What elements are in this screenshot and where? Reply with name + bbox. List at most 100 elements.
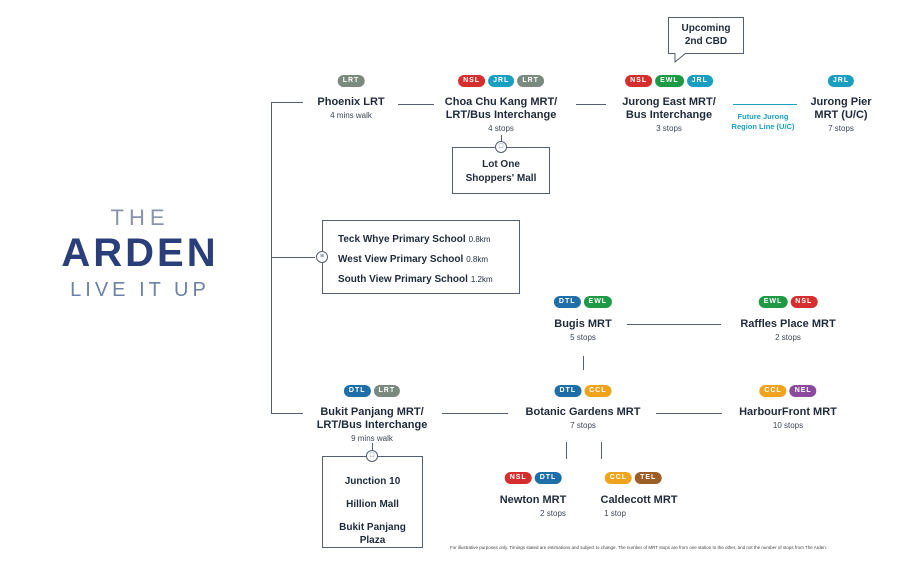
- station-name-2: Bus Interchange: [625, 109, 713, 121]
- badge-ewl: EWL: [758, 296, 788, 308]
- station-name-1: Choa Chu Kang MRT/: [444, 96, 558, 108]
- school-dist: 0.8km: [466, 255, 489, 264]
- shopping-bag-icon: □: [495, 141, 507, 153]
- station-name: HarbourFront MRT: [739, 406, 837, 418]
- logo-brand: ARDEN: [61, 231, 219, 275]
- cck-badges: NSL JRL LRT: [458, 75, 544, 87]
- badge-tel: TEL: [635, 472, 662, 484]
- station-name-2: MRT (U/C): [814, 109, 868, 121]
- station-sub: 2 stops: [775, 333, 801, 342]
- callout-tail: [674, 53, 687, 63]
- station-jurong-east: Jurong East MRT/ Bus Interchange 3 stops: [622, 96, 716, 133]
- station-caldecott: Caldecott MRT 1 stop: [601, 494, 678, 518]
- school-dist: 0.8km: [468, 235, 491, 244]
- upcoming-cbd-callout: Upcoming 2nd CBD: [668, 17, 744, 54]
- shopping-bag-icon: □: [366, 450, 378, 462]
- jurongeast-badges: NSL EWL JRL: [625, 75, 713, 87]
- station-harbourfront: HarbourFront MRT 10 stops: [739, 406, 837, 430]
- lot-one-mall-box: Lot One Shoppers' Mall: [452, 147, 550, 194]
- station-sub: 3 stops: [656, 124, 682, 133]
- badge-jrl: JRL: [488, 75, 515, 87]
- callout-line2: 2nd CBD: [684, 36, 728, 47]
- badge-jrl: JRL: [686, 75, 713, 87]
- mall-item: Bukit Panjang: [339, 522, 406, 533]
- line-phoenix-cck: [398, 104, 434, 105]
- disclaimer: For illustrative purposes only. Timings …: [450, 545, 828, 550]
- newton-badges: NSL DTL: [504, 472, 562, 484]
- badge-ccl: CCL: [759, 385, 787, 397]
- station-name: Bugis MRT: [554, 318, 612, 330]
- mall-line1: Lot One: [482, 159, 520, 170]
- station-name-1: Bukit Panjang MRT/: [320, 406, 424, 418]
- mall-line2: Shoppers' Mall: [465, 173, 537, 184]
- station-phoenix: Phoenix LRT 4 mins walk: [317, 96, 384, 120]
- badge-dtl: DTL: [553, 296, 581, 308]
- station-name: Newton MRT: [499, 494, 567, 506]
- line-bugis-raffles: [627, 324, 721, 325]
- badge-nsl: NSL: [625, 75, 653, 87]
- school-name: Teck Whye Primary School: [338, 234, 466, 245]
- phoenix-badges: LRT: [337, 75, 365, 87]
- station-sub: 1 stop: [604, 509, 626, 518]
- bukit-panjang-mall-box: Junction 10 Hillion Mall Bukit Panjang P…: [322, 456, 423, 548]
- station-raffles-place: Raffles Place MRT 2 stops: [740, 318, 835, 342]
- station-name-2: LRT/Bus Interchange: [445, 109, 557, 121]
- station-name: Botanic Gardens MRT: [525, 406, 641, 418]
- arden-logo: THE ARDEN LIVE IT UP: [40, 205, 240, 302]
- line-botanic-caldecott: [601, 442, 602, 459]
- badge-nsl: NSL: [458, 75, 486, 87]
- station-cck: Choa Chu Kang MRT/ LRT/Bus Interchange 4…: [445, 96, 557, 133]
- future-line1: Future Jurong: [737, 112, 789, 121]
- raffles-badges: EWL NSL: [758, 296, 818, 308]
- mall-item: Junction 10: [344, 476, 401, 487]
- branch-mid: [271, 257, 315, 258]
- future-line2: Region Line (U/C): [731, 122, 795, 131]
- badge-dtl: DTL: [343, 385, 371, 397]
- badge-nsl: NSL: [504, 472, 532, 484]
- station-name: Phoenix LRT: [317, 96, 385, 108]
- station-sub: 9 mins walk: [351, 434, 393, 443]
- station-sub: 7 stops: [828, 124, 854, 133]
- line-cck-jurongeast: [576, 104, 606, 105]
- badge-ewl: EWL: [583, 296, 613, 308]
- logo-tagline: LIVE IT UP: [70, 279, 210, 301]
- badge-ccl: CCL: [584, 385, 612, 397]
- badge-lrt: LRT: [373, 385, 401, 397]
- station-jurong-pier: Jurong Pier MRT (U/C) 7 stops: [810, 96, 871, 133]
- badge-lrt: LRT: [337, 75, 365, 87]
- badge-ccl: CCL: [604, 472, 633, 484]
- station-sub: 5 stops: [570, 333, 596, 342]
- station-name: Raffles Place MRT: [740, 318, 836, 330]
- botanic-badges: DTL CCL: [554, 385, 612, 397]
- station-bukit-panjang: Bukit Panjang MRT/ LRT/Bus Interchange 9…: [317, 406, 428, 443]
- branch-bottom: [271, 413, 303, 414]
- badge-ewl: EWL: [655, 75, 684, 87]
- station-botanic-gardens: Botanic Gardens MRT 7 stops: [526, 406, 641, 430]
- branch-top: [271, 102, 303, 103]
- caldecott-badges: CCL TEL: [604, 472, 662, 484]
- station-sub: 4 mins walk: [330, 111, 372, 120]
- line-botanic-newton: [566, 442, 567, 459]
- school-name: West View Primary School: [338, 254, 464, 265]
- callout-line1: Upcoming: [681, 23, 731, 34]
- line-bp-mall: [372, 443, 373, 454]
- harbourfront-badges: CCL NEL: [759, 385, 817, 397]
- badge-dtl: DTL: [534, 472, 562, 484]
- badge-dtl: DTL: [554, 385, 582, 397]
- badge-jrl: JRL: [827, 75, 855, 87]
- station-sub: 2 stops: [540, 509, 566, 518]
- mall-item: Hillion Mall: [346, 499, 399, 510]
- station-bugis: Bugis MRT 5 stops: [554, 318, 611, 342]
- school-dist: 1.2km: [470, 275, 493, 284]
- station-name-1: Jurong Pier: [810, 96, 872, 108]
- station-sub: 4 stops: [488, 124, 514, 133]
- station-sub: 7 stops: [570, 421, 596, 430]
- station-newton: Newton MRT 2 stops: [500, 494, 567, 518]
- badge-nsl: NSL: [790, 296, 818, 308]
- line-botanic-harbour: [656, 413, 722, 414]
- line-bugis-botanic: [583, 356, 584, 370]
